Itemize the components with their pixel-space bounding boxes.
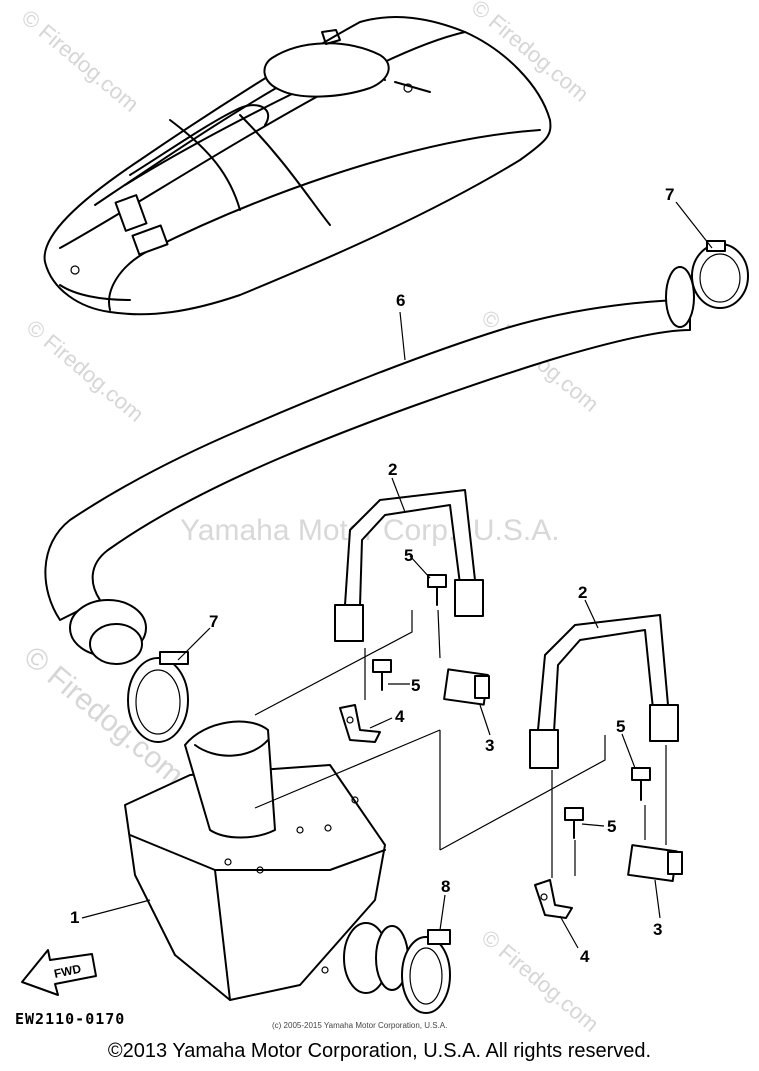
copyright-footer: ©2013 Yamaha Motor Corporation, U.S.A. A…	[107, 1040, 652, 1062]
callout-1: 1	[70, 908, 79, 927]
watermark-corner-3: © Firedog.com	[22, 315, 149, 427]
fwd-label: FWD	[53, 961, 83, 980]
hose-clamp-lower	[127, 651, 189, 743]
callout-4-lower: 4	[580, 947, 590, 966]
clip-upper	[443, 668, 490, 706]
bolt-2	[372, 659, 392, 691]
callout-7-upper: 7	[665, 185, 674, 204]
bracket-upper	[339, 704, 381, 743]
watermark-corner-5: © Firedog.com	[477, 925, 604, 1037]
callout-2-lower: 2	[578, 583, 587, 602]
small-copyright-notice: (c) 2005-2015 Yamaha Motor Corporation, …	[272, 1021, 447, 1030]
callout-7-lower: 7	[209, 612, 218, 631]
callout-5-c: 5	[616, 717, 625, 736]
strap-band-upper	[334, 489, 484, 642]
callout-labels: 6 7 7 2 2 5 5 5 5 4 4 3 3 8 1	[70, 185, 674, 966]
strap-band-lower	[529, 614, 679, 769]
callout-5-a: 5	[404, 546, 413, 565]
muffler-body	[124, 720, 451, 1014]
callout-2-upper: 2	[388, 460, 397, 479]
leader-lines	[81, 201, 713, 949]
bracket-lower	[534, 879, 573, 919]
callout-8: 8	[441, 877, 450, 896]
hose-clamp-upper	[691, 240, 749, 309]
bolt-1	[427, 574, 447, 606]
forward-arrow-icon: FWD	[21, 949, 97, 996]
bolt-3	[631, 767, 651, 801]
callout-5-b: 5	[411, 676, 420, 695]
callout-4-upper: 4	[395, 707, 405, 726]
diagram-code: EW2110-0170	[15, 1010, 125, 1028]
callout-5-d: 5	[607, 817, 616, 836]
assembly-guide-lines	[254, 609, 667, 878]
exhaust-hose	[44, 266, 695, 665]
watermark-corner-1: © Firedog.com	[17, 5, 144, 117]
callout-3-upper: 3	[485, 736, 494, 755]
callout-3-lower: 3	[653, 920, 662, 939]
watercraft-hull	[43, 16, 552, 316]
bolt-4	[564, 807, 584, 839]
clip-lower	[627, 844, 683, 883]
callout-6: 6	[396, 291, 405, 310]
